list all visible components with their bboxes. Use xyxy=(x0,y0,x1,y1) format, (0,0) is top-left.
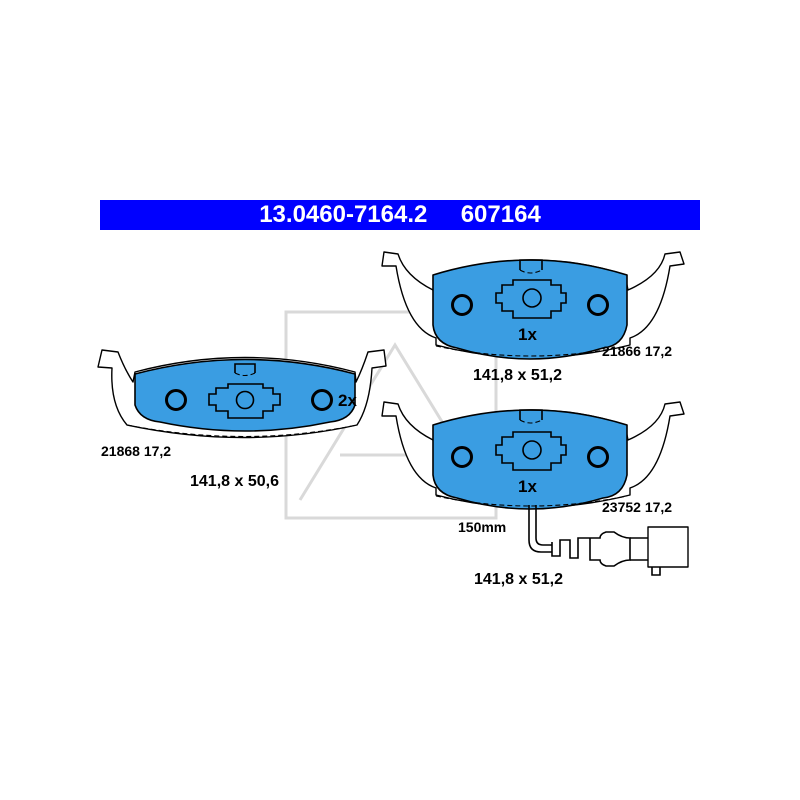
friction-pad xyxy=(432,259,628,360)
pad-dimensions: 141,8 x 50,6 xyxy=(190,473,279,490)
sensor-plug xyxy=(647,526,689,568)
brake-pad-left: 2x 21868 17,2 141,8 x 50,6 xyxy=(97,349,387,490)
pad-dimensions: 141,8 x 51,2 xyxy=(473,367,562,384)
sensor-length-label: 150mm xyxy=(458,519,506,535)
right-hole xyxy=(311,389,333,411)
left-hole xyxy=(165,389,187,411)
article-number: 607164 xyxy=(460,201,541,228)
sensor-cable xyxy=(528,505,552,553)
pad-quantity: 2x xyxy=(338,391,357,410)
pad-code-thickness: 23752 17,2 xyxy=(602,499,672,515)
center-bracket xyxy=(208,383,281,419)
center-pin-hole xyxy=(522,288,542,308)
right-hole xyxy=(587,294,609,316)
brake-pad-bottom-right: 1x 23752 17,2 150mm 141,8 x 51,2 xyxy=(381,401,689,588)
pad-dimensions: 141,8 x 51,2 xyxy=(474,571,563,588)
center-bracket xyxy=(495,431,567,471)
wear-sensor xyxy=(528,505,689,576)
part-number: 13.0460-7164.2 xyxy=(259,201,428,228)
pad-code-thickness: 21868 17,2 xyxy=(101,443,171,459)
right-hole xyxy=(587,446,609,468)
pad-code-thickness: 21866 17,2 xyxy=(602,343,672,359)
center-pin-hole xyxy=(235,390,255,410)
pad-quantity: 1x xyxy=(518,477,537,496)
center-pin-hole xyxy=(522,440,542,460)
left-hole xyxy=(451,294,473,316)
sensor-boot xyxy=(551,531,631,567)
friction-pad xyxy=(134,358,356,432)
part-number-banner: 13.0460-7164.2 607164 xyxy=(100,200,700,230)
center-bracket xyxy=(495,279,567,319)
brake-pad-top-right: 1x 21866 17,2 141,8 x 51,2 xyxy=(381,251,685,384)
pad-quantity: 1x xyxy=(518,325,537,344)
left-hole xyxy=(451,446,473,468)
